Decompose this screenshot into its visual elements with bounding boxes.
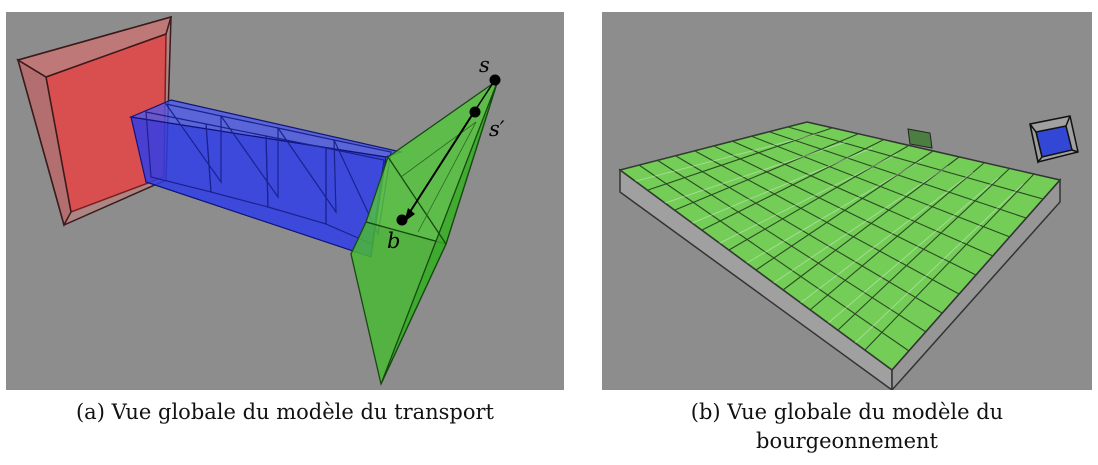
caption-b-line2: bourgeonnement [756,429,938,453]
caption-b: (b) Vue globale du modèle du bourgeonnem… [602,398,1092,456]
label-b: b [387,229,400,253]
s-to-s-prime-edge [473,79,496,113]
transport-model-view: s s′ b [6,12,564,390]
transport-model-diagram: s s′ b [16,15,505,386]
small-cube [1029,115,1079,164]
label-s-prime: s′ [489,117,505,141]
budding-model-diagram [618,115,1079,390]
budding-model-view [602,12,1092,390]
source-volume [16,15,173,227]
caption-b-line1: (b) Vue globale du modèle du [690,400,1004,424]
caption-a: (a) Vue globale du modèle du transport [75,400,494,424]
point-b [396,214,408,226]
point-s-prime [469,106,481,118]
cell-grid [618,121,1062,390]
target-volume [350,78,500,386]
highlighted-cell [907,128,933,149]
label-s: s [479,53,490,77]
point-s [489,74,501,86]
